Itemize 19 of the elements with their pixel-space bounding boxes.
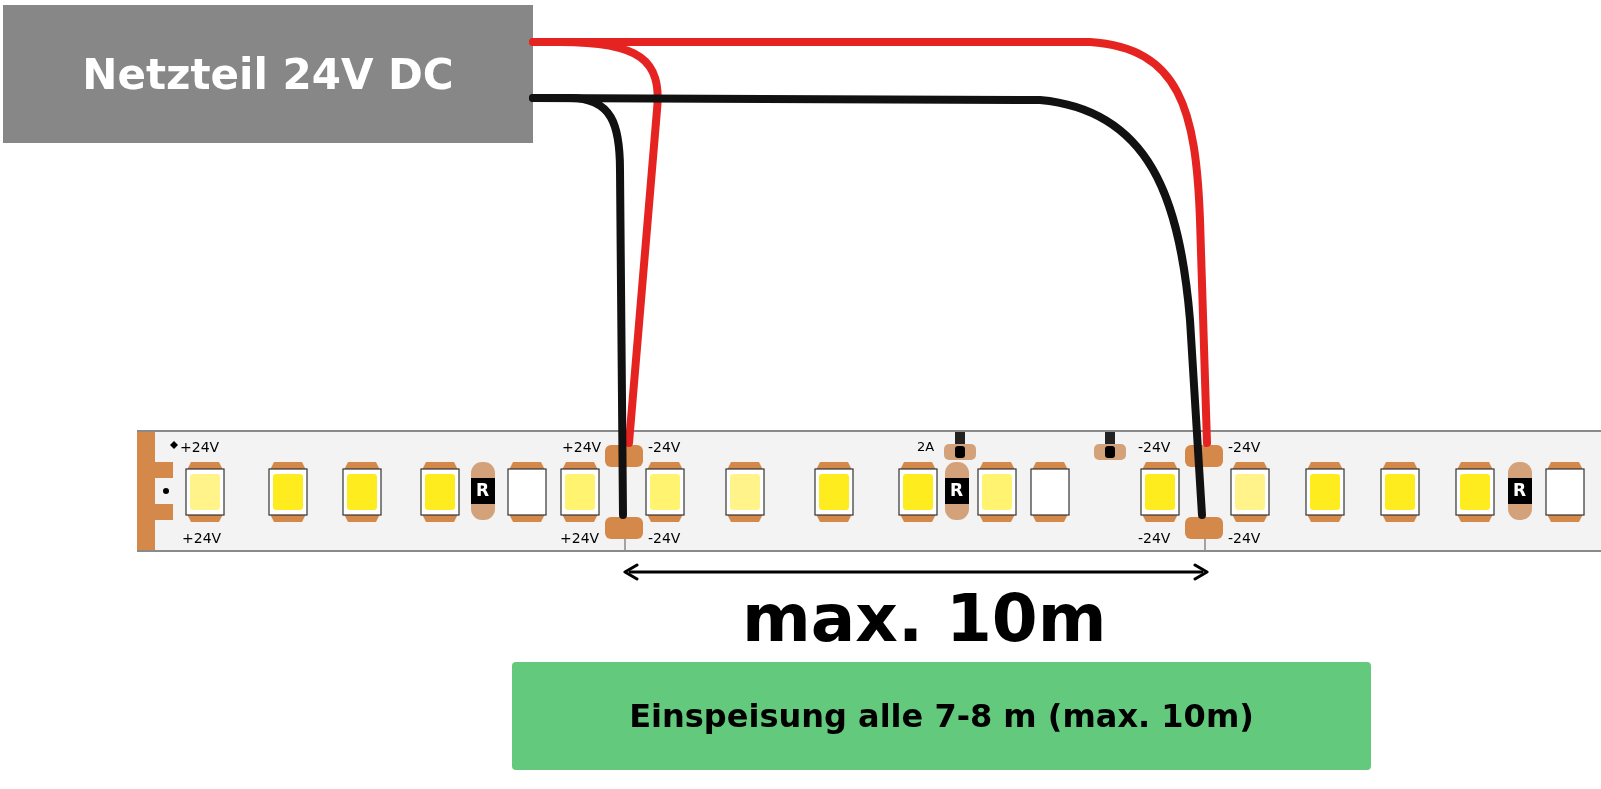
resistor-label: R: [1513, 482, 1527, 499]
voltage-label: -24V: [1228, 531, 1261, 545]
resistor-label: R: [950, 482, 964, 499]
current-label: 2A: [917, 440, 935, 453]
voltage-label: +24V: [182, 531, 222, 545]
dimension-label: max. 10m: [742, 586, 1107, 652]
solder-pad: [605, 517, 643, 539]
voltage-label: -24V: [648, 531, 681, 545]
voltage-label: -24V: [648, 440, 681, 454]
power-supply-box: [3, 5, 533, 143]
voltage-label: +24V: [180, 440, 220, 454]
cable: [529, 94, 1206, 519]
voltage-label: -24V: [1228, 440, 1261, 454]
power-supply-label: Netzteil 24V DC: [82, 49, 454, 99]
info-text: Einspeisung alle 7-8 m (max. 10m): [629, 697, 1254, 735]
resistor-label: R: [476, 482, 490, 499]
cable: [529, 38, 1211, 447]
solder-pad: [1185, 517, 1223, 539]
info-box: [512, 662, 1371, 770]
